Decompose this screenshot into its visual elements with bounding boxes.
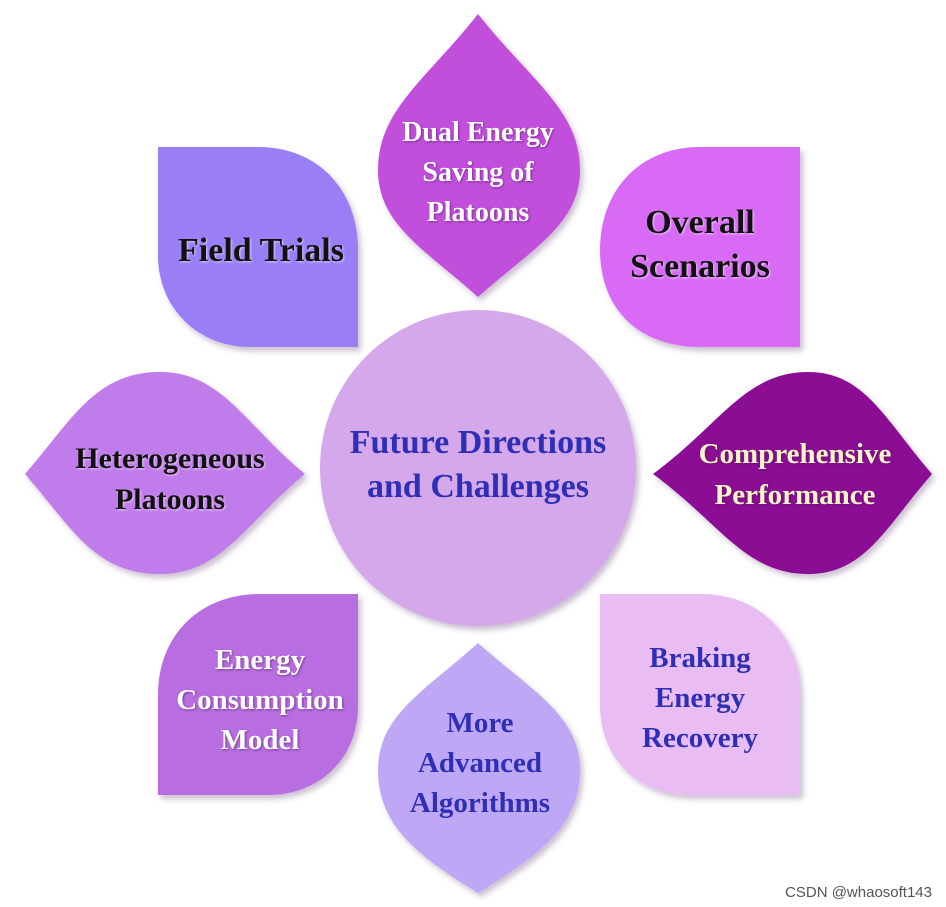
petal-heterogeneous-shape (25, 372, 305, 574)
algorithms-line-1: More (446, 706, 514, 739)
watermark: CSDN @whaosoft143 (785, 884, 932, 901)
petal-dual-energy-shape (378, 14, 580, 297)
braking-line-2: Energy (654, 681, 746, 714)
petal-overall-scenarios-shape (600, 147, 800, 347)
petal-advanced-algorithms-label: More Advanced Algorithms (380, 700, 580, 825)
petal-comprehensive-performance-label: Comprehensive Performance (660, 432, 930, 518)
center-title-line-1: Future Directions (349, 424, 607, 461)
braking-line-3: Recovery (642, 721, 758, 754)
petal-heterogeneous-label: Heterogeneous Platoons (40, 436, 300, 522)
petal-dual-energy-label: Dual Energy Saving of Platoons (378, 110, 578, 235)
petal-energy-consumption-shape (158, 594, 358, 795)
petal-energy-consumption-label: Energy Consumption Model (160, 637, 360, 762)
dual-energy-line-2: Saving of (422, 156, 534, 188)
center-title-line-2: and Challenges (367, 468, 589, 505)
center-title: Future Directions and Challenges (320, 400, 636, 530)
petal-field-trials-label: Field Trials (158, 226, 364, 276)
petal-braking-energy-label: Braking Energy Recovery (600, 635, 800, 760)
braking-line-1: Braking (649, 641, 751, 674)
algorithms-line-2: Advanced (417, 746, 543, 779)
heterogeneous-line-1: Heterogeneous (75, 442, 265, 475)
petal-comprehensive-performance-shape (653, 372, 932, 574)
consumption-line-1: Energy (214, 643, 306, 676)
petal-field-trials-shape (158, 147, 358, 347)
petal-advanced-algorithms-shape (378, 643, 580, 893)
overall-scenarios-line-2: Scenarios (630, 248, 770, 285)
overall-scenarios-line-1: Overall (645, 204, 755, 241)
center-circle-shape (320, 310, 636, 626)
heterogeneous-line-2: Platoons (114, 483, 225, 516)
petal-overall-scenarios-label: Overall Scenarios (600, 195, 800, 295)
comprehensive-line-2: Performance (714, 479, 876, 511)
field-trials-line-1: Field Trials (178, 232, 344, 269)
consumption-line-3: Model (220, 723, 300, 756)
comprehensive-line-1: Comprehensive (698, 438, 892, 470)
dual-energy-line-1: Dual Energy (402, 116, 554, 148)
petal-braking-energy-shape (600, 594, 800, 795)
consumption-line-2: Consumption (176, 683, 344, 716)
dual-energy-line-3: Platoons (426, 196, 530, 228)
algorithms-line-3: Algorithms (409, 786, 551, 819)
